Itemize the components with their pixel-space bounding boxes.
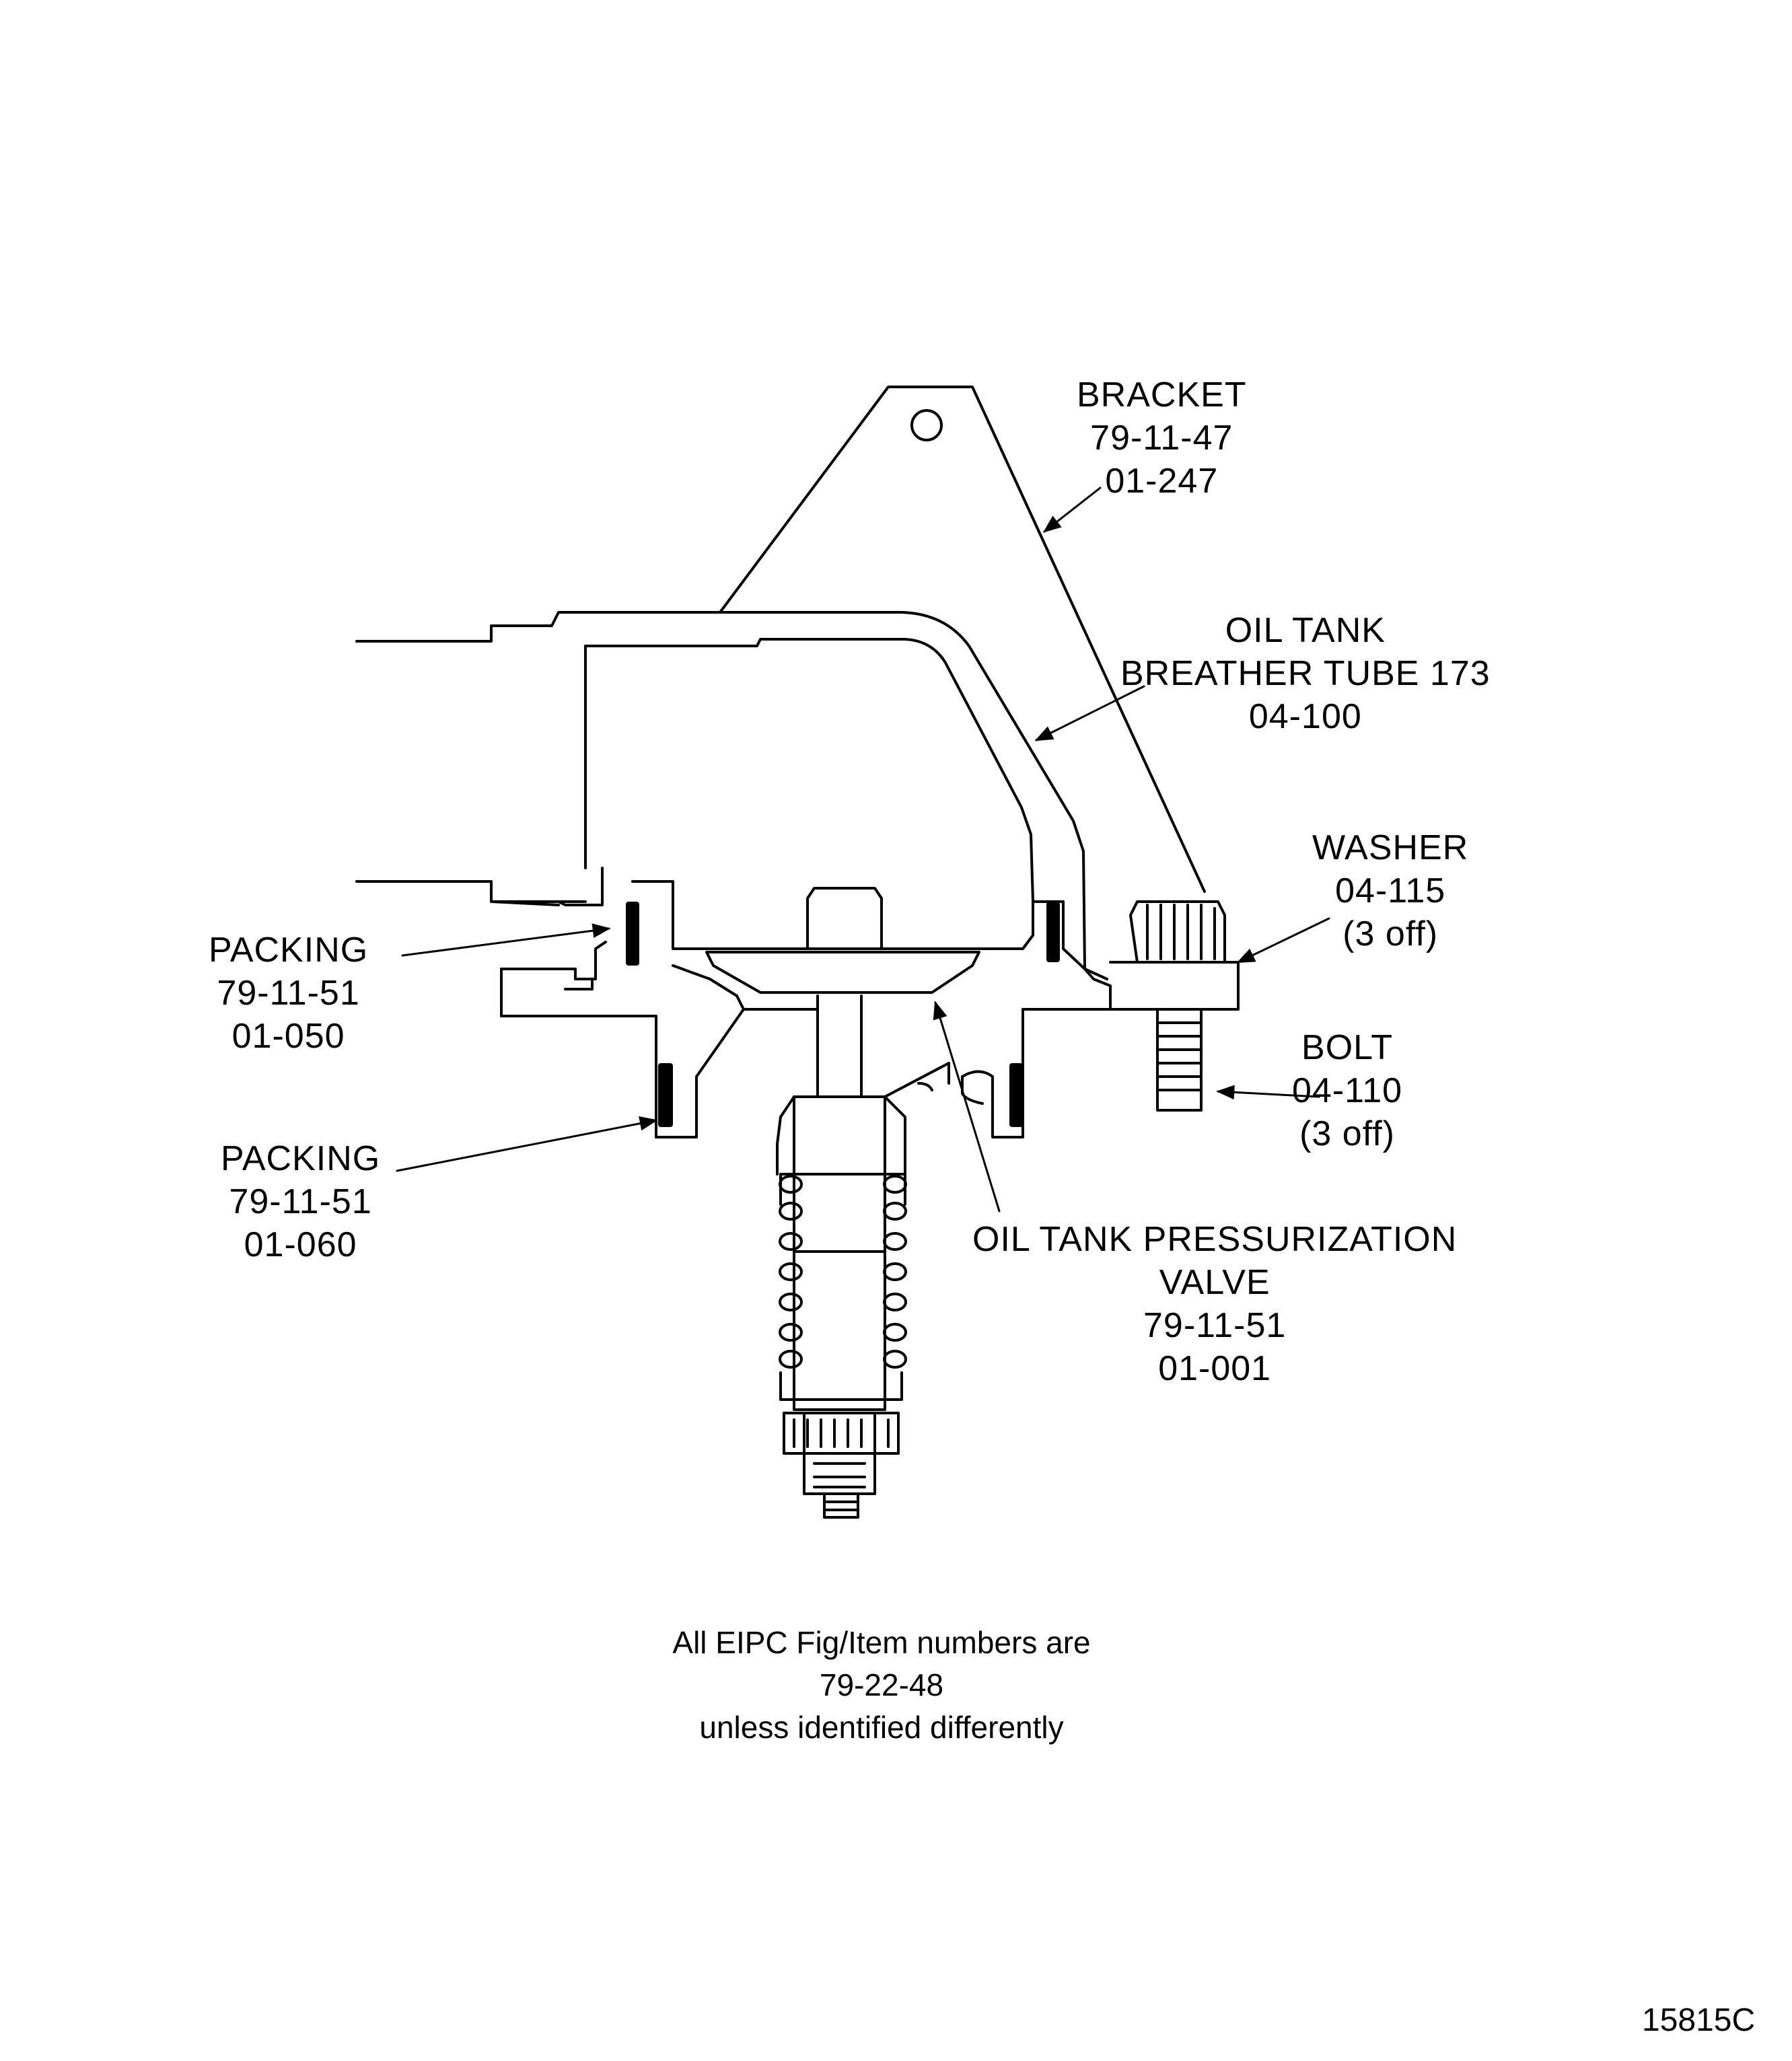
washer-item: 04-115 [1335, 871, 1446, 910]
note-line1: All EIPC Fig/Item numbers are [672, 1625, 1091, 1660]
note-line2: 79-22-48 [819, 1667, 944, 1702]
bolt-part [1109, 900, 1240, 1112]
valve-ref: 79-11-51 [1143, 1306, 1287, 1345]
breather-tube-item: 04-100 [1248, 697, 1362, 736]
packing-upper-callout: PACKING 79-11-51 01-050 [209, 929, 368, 1058]
figure-number: 15815C [1642, 2002, 1756, 2038]
packing-lower-ref: 79-11-51 [229, 1182, 372, 1221]
eipc-note: All EIPC Fig/Item numbers are 79-22-48 u… [619, 1622, 1144, 1749]
valve-line1: OIL TANK PRESSURIZATION [972, 1220, 1458, 1259]
valve-item: 01-001 [1158, 1349, 1272, 1388]
leader-lines [396, 486, 1330, 1213]
note-line3: unless identified differently [699, 1710, 1064, 1745]
valve-nut-part [783, 1412, 900, 1519]
bracket-callout: BRACKET 79-11-47 01-247 [1077, 373, 1247, 503]
washer-callout: WASHER 04-115 (3 off) [1312, 826, 1468, 955]
bracket-part [719, 386, 1206, 893]
packing-lower-item: 01-060 [244, 1225, 357, 1264]
breather-tube-callout: OIL TANK BREATHER TUBE 173 04-100 [1120, 609, 1491, 738]
breather-tube-line2: BREATHER TUBE 173 [1120, 654, 1491, 693]
packing-lower-callout: PACKING 79-11-51 01-060 [221, 1137, 380, 1266]
bracket-item: 01-247 [1105, 462, 1219, 501]
bracket-ref: 79-11-47 [1090, 419, 1233, 458]
bolt-name: BOLT [1301, 1028, 1394, 1067]
bracket-name: BRACKET [1077, 375, 1247, 414]
bolt-qty: (3 off) [1299, 1114, 1395, 1153]
breather-tube-part [355, 611, 1108, 980]
washer-qty: (3 off) [1342, 914, 1439, 953]
valve-line2: VALVE [1159, 1263, 1270, 1302]
packing-upper-item: 01-050 [231, 1017, 345, 1056]
breather-tube-line1: OIL TANK [1225, 611, 1386, 650]
valve-callout: OIL TANK PRESSURIZATION VALVE 79-11-51 0… [972, 1218, 1457, 1390]
washer-name: WASHER [1312, 828, 1469, 867]
packing-upper-name: PACKING [209, 931, 369, 970]
bolt-item: 04-110 [1292, 1071, 1403, 1110]
spring-part [779, 1175, 907, 1369]
valve-stem-part [705, 887, 980, 1455]
bolt-callout: BOLT 04-110 (3 off) [1292, 1026, 1402, 1155]
packing-seals [626, 902, 1060, 1127]
packing-lower-name: PACKING [221, 1139, 381, 1178]
packing-upper-ref: 79-11-51 [217, 974, 360, 1013]
